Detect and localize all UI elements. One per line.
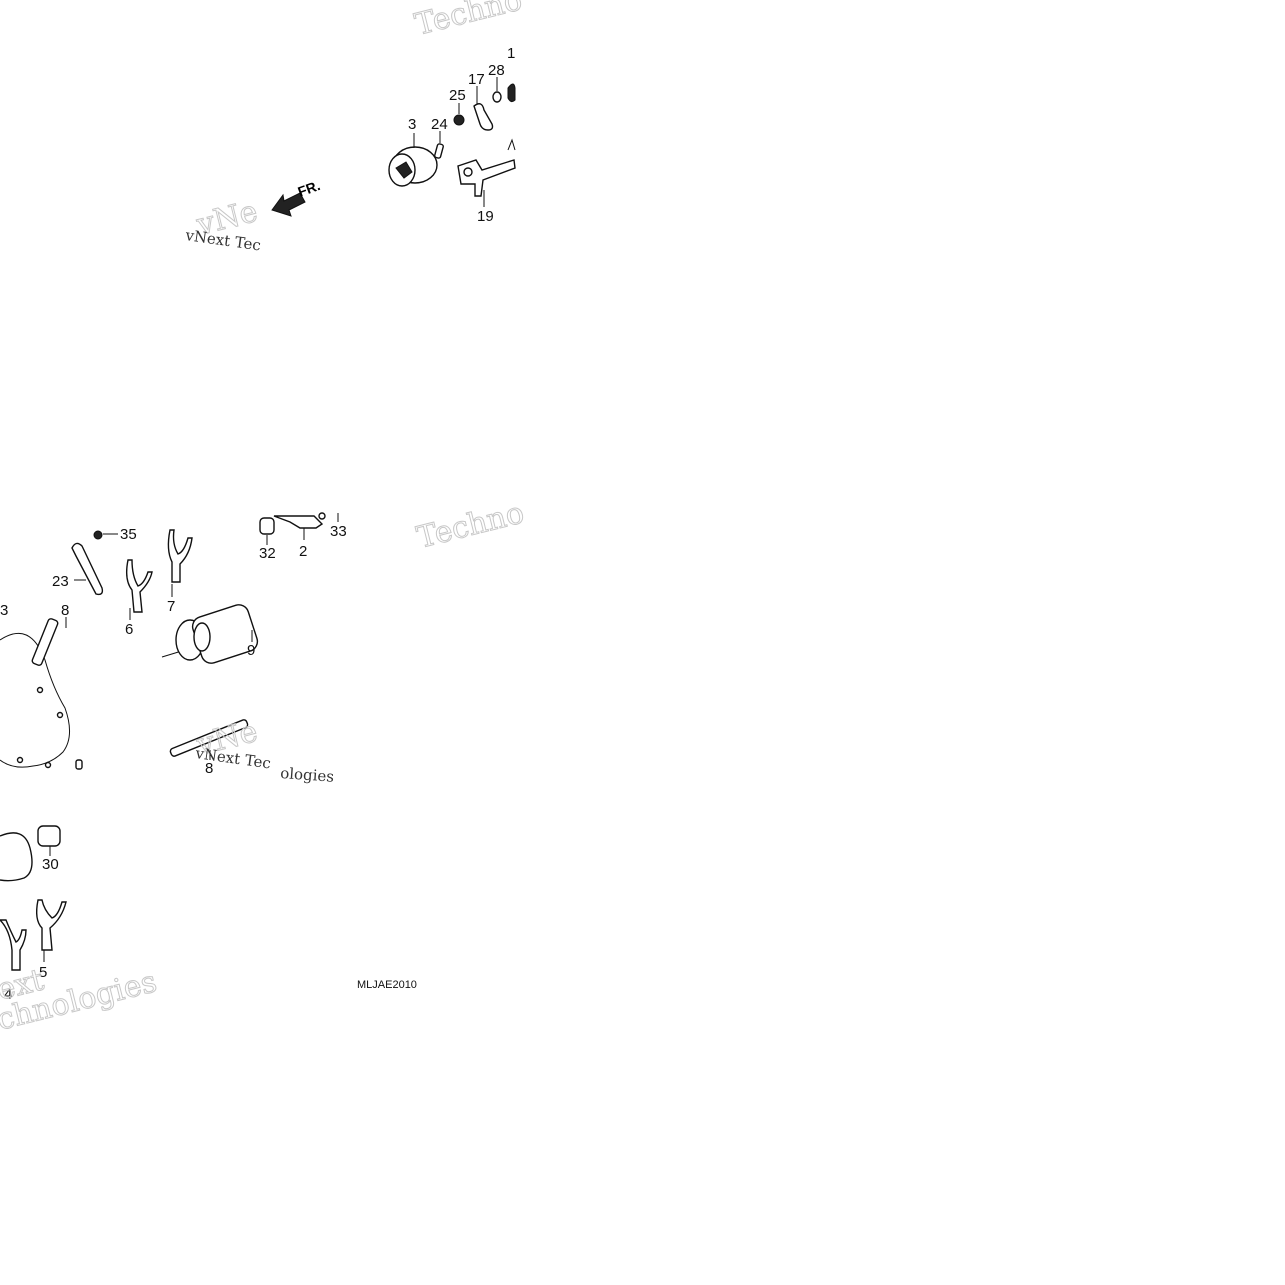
- drum-partial: [0, 832, 33, 882]
- callout-28: 28: [488, 62, 505, 79]
- fork-shaft: [31, 617, 67, 666]
- callout-30: 30: [42, 856, 59, 873]
- fork-shaft: [169, 719, 249, 760]
- watermark-text: Techno: [411, 0, 525, 43]
- stopper-plate: [273, 512, 326, 540]
- diagram-code: MLJAE2010: [357, 979, 417, 991]
- top-tile: Techno vNe vNext Tec FR. 3 24 25: [183, 0, 526, 255]
- washer: [492, 77, 502, 103]
- callout-24: 24: [431, 116, 448, 133]
- middle-right-tile: 32 2 33 Techno: [259, 495, 528, 562]
- bolt: [453, 103, 465, 126]
- callout-2: 2: [299, 543, 307, 560]
- callout-23: 23: [52, 573, 69, 590]
- shift-fork: [35, 899, 67, 962]
- shift-drum-cam: [388, 133, 438, 187]
- callout-25: 25: [449, 87, 466, 104]
- callout-17: 17: [468, 71, 485, 88]
- spring-partial: [507, 83, 516, 103]
- callout-19: 19: [477, 208, 494, 225]
- watermark-text: ologies: [280, 764, 335, 786]
- callout-4: 4: [4, 986, 12, 1003]
- guide-plate: [71, 542, 104, 596]
- callout-8: 8: [61, 602, 69, 619]
- callout-33: 33: [330, 523, 347, 540]
- callout-6: 6: [125, 621, 133, 638]
- callout-9: 9: [247, 642, 255, 659]
- shift-fork: [125, 559, 153, 620]
- watermark-text: Techno: [413, 495, 527, 555]
- callout-1: 1: [507, 45, 515, 62]
- bolt: [93, 530, 118, 540]
- callout-8b: 8: [205, 760, 213, 777]
- bearing: [37, 825, 61, 856]
- callout-3: 3: [408, 116, 416, 133]
- collar: [259, 517, 275, 545]
- front-direction-arrow: FR.: [271, 177, 323, 217]
- callout-7: 7: [167, 598, 175, 615]
- pin: [434, 131, 444, 159]
- shift-spindle: [457, 138, 516, 207]
- shift-fork: [0, 919, 27, 971]
- shift-drum: [161, 604, 259, 664]
- callout-3b: 3: [0, 602, 8, 619]
- shift-fork: [167, 529, 193, 597]
- front-direction-label: FR.: [296, 177, 323, 200]
- callout-5: 5: [39, 964, 47, 981]
- callout-32: 32: [259, 545, 276, 562]
- middle-tile: 3 35 23 8 6 7: [0, 526, 335, 786]
- callout-35: 35: [120, 526, 137, 543]
- stopper-arm: [473, 86, 494, 131]
- lower-tile: 30 5 4 ext chnologies: [0, 825, 161, 1038]
